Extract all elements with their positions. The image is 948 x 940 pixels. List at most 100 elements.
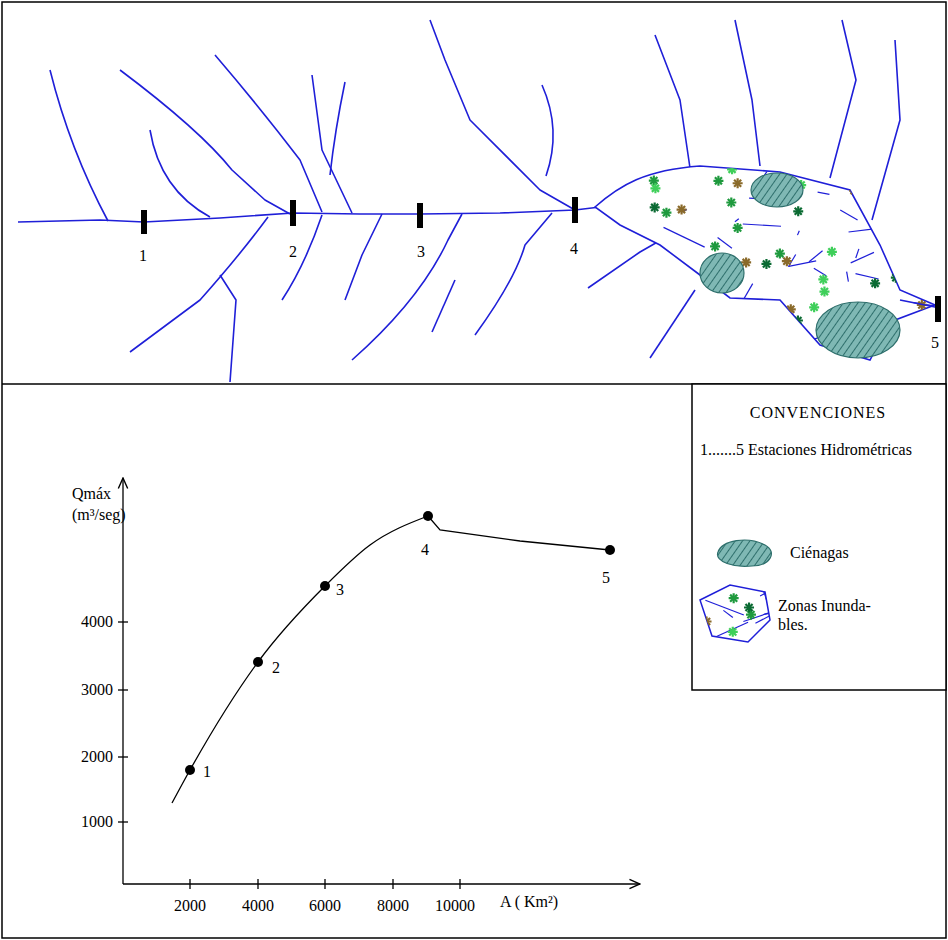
drawing-group: [141, 197, 941, 322]
drawing-stroke: [703, 618, 710, 625]
drawing-stroke: [542, 85, 553, 176]
drawing-stroke: [618, 263, 636, 280]
drawing-stroke: [867, 182, 874, 189]
drawing-stroke: [903, 326, 914, 328]
drawing-stroke: [908, 257, 942, 262]
drawing-stroke: [734, 180, 741, 187]
drawing-stroke: [735, 219, 739, 222]
drawing-stroke: [761, 631, 787, 647]
drawing-stroke: [865, 185, 875, 187]
drawing-stroke: [883, 359, 890, 366]
drawing-stroke: [893, 187, 903, 189]
axis-title: Qmáx: [72, 484, 111, 503]
drawing-stroke: [220, 275, 236, 382]
drawing-stroke: [742, 332, 749, 339]
drawing-stroke: [705, 600, 743, 615]
drawing-stroke: [593, 163, 600, 170]
drawing-stroke: [430, 20, 575, 210]
drawing-stroke: [675, 345, 677, 355]
drawing-stroke: [900, 328, 910, 330]
drawing-stroke: [664, 299, 666, 310]
drawing-stroke: [172, 516, 428, 803]
drawing-stroke: [613, 229, 622, 246]
drawing-stroke: [729, 628, 736, 635]
drawing-stroke: [669, 278, 676, 285]
tick-label: 3000: [81, 680, 113, 699]
drawing-stroke: [710, 338, 717, 345]
drawing-stroke: [933, 179, 943, 181]
legend-entry: 1.......5 Estaciones Hidrométricas: [700, 440, 920, 459]
tick-label: 4000: [81, 612, 113, 631]
drawing-stroke: [312, 75, 352, 213]
drawing-stroke: [572, 197, 578, 223]
drawing-stroke: [621, 155, 640, 166]
drawing-stroke: [696, 447, 697, 448]
drawing-stroke: [761, 582, 767, 601]
drawing-stroke: [938, 250, 948, 261]
tick-label: 10000: [435, 896, 475, 915]
drawing-stroke: [869, 181, 871, 191]
drawing-stroke: [708, 303, 710, 313]
drawing-stroke: [743, 259, 750, 266]
drawing-stroke: [475, 213, 552, 335]
drawing-stroke: [459, 879, 460, 889]
data-point: [253, 657, 263, 667]
drawing-stroke: [686, 291, 693, 298]
drawing-stroke: [651, 204, 658, 211]
drawing-stroke: [809, 251, 822, 262]
drawing-stroke: [707, 300, 717, 302]
drawing-stroke: [926, 170, 948, 174]
drawing-stroke: [698, 346, 705, 353]
station-number: 3: [417, 242, 425, 261]
drawing-stroke: [660, 359, 676, 366]
drawing-stroke: [849, 190, 859, 192]
drawing-stroke: [851, 252, 874, 262]
drawing-stroke: [794, 317, 801, 324]
point-label: 3: [336, 580, 344, 599]
drawing-stroke: [818, 192, 830, 194]
drawing-stroke: [330, 82, 345, 175]
drawing-stroke: [810, 163, 812, 173]
drawing-stroke: [909, 170, 913, 176]
drawing-stroke: [920, 359, 930, 361]
drawing-stroke: [686, 291, 693, 298]
drawing-stroke: [706, 304, 713, 311]
drawing-stroke: [324, 879, 325, 889]
drawing-stroke: [902, 326, 909, 333]
drawing-stroke: [743, 284, 753, 301]
drawing-stroke: [189, 879, 190, 889]
drawing-stroke: [920, 321, 930, 323]
drawing-stroke: [877, 213, 881, 221]
drawing-stroke: [742, 332, 749, 339]
drawing-stroke: [708, 340, 718, 342]
drawing-stroke: [594, 186, 596, 196]
drawing-stroke: [939, 195, 948, 209]
drawing-stroke: [893, 216, 900, 223]
drawing-stroke: [723, 610, 733, 617]
drawing-stroke: [655, 35, 690, 168]
drawing-stroke: [895, 214, 897, 224]
drawing-stroke: [808, 165, 815, 172]
drawing-stroke: [669, 278, 676, 285]
drawing-stroke: [821, 288, 828, 295]
tick-label: 6000: [309, 896, 341, 915]
drawing-stroke: [830, 20, 856, 178]
drawing-stroke: [592, 188, 599, 195]
drawing-stroke: [907, 322, 914, 329]
drawing-stroke: [663, 209, 670, 216]
drawing-stroke: [664, 227, 705, 247]
drawing-stroke: [718, 540, 772, 566]
drawing-stroke: [661, 298, 664, 300]
legend-title: CONVENCIONES: [750, 403, 886, 422]
drawing-stroke: [885, 358, 887, 368]
drawing-stroke: [828, 248, 835, 255]
drawing-stroke: [352, 214, 462, 360]
drawing-stroke: [907, 322, 914, 329]
drawing-stroke: [417, 203, 423, 228]
drawing-stroke: [741, 335, 751, 337]
drawing-stroke: [710, 338, 717, 345]
drawing-stroke: [712, 243, 719, 250]
drawing-stroke: [836, 174, 859, 175]
station-number: 5: [931, 333, 939, 352]
